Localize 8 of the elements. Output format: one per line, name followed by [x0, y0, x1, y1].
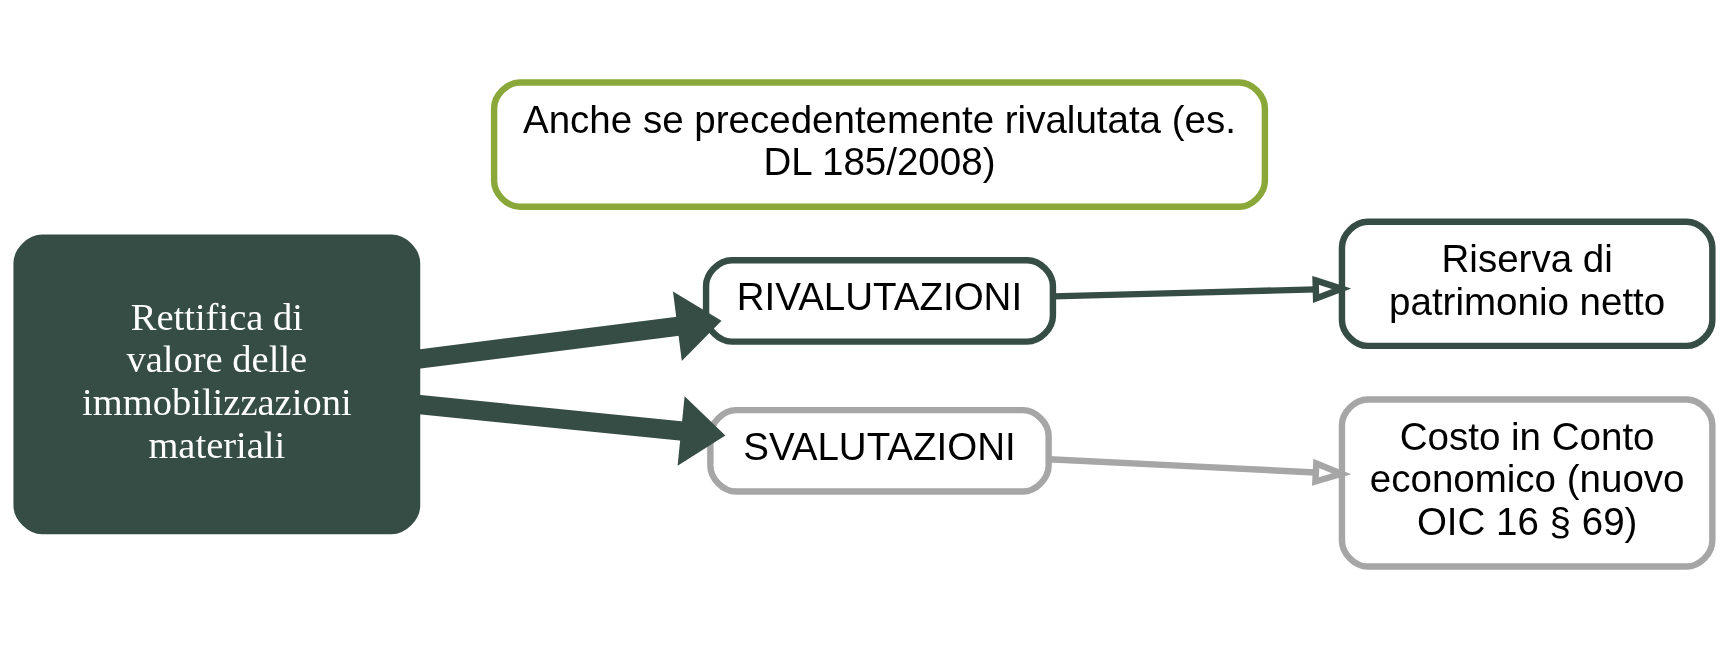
node-box: Rettifica di valore delle immobilizzazioni materiali	[13, 234, 421, 535]
arrow	[1053, 275, 1352, 303]
node-box: Riserva di patrimonio netto	[1338, 218, 1716, 350]
node-box: Costo in Conto economico (nuovo OIC 16 § 69)	[1338, 396, 1716, 570]
node-box: Anche se precedentemente rivalutata (es. DL 185/2008)	[490, 79, 1269, 210]
arrow	[1048, 455, 1352, 486]
node-box: RIVALUTAZIONI	[702, 257, 1057, 345]
node-box: SVALUTAZIONI	[707, 406, 1052, 495]
